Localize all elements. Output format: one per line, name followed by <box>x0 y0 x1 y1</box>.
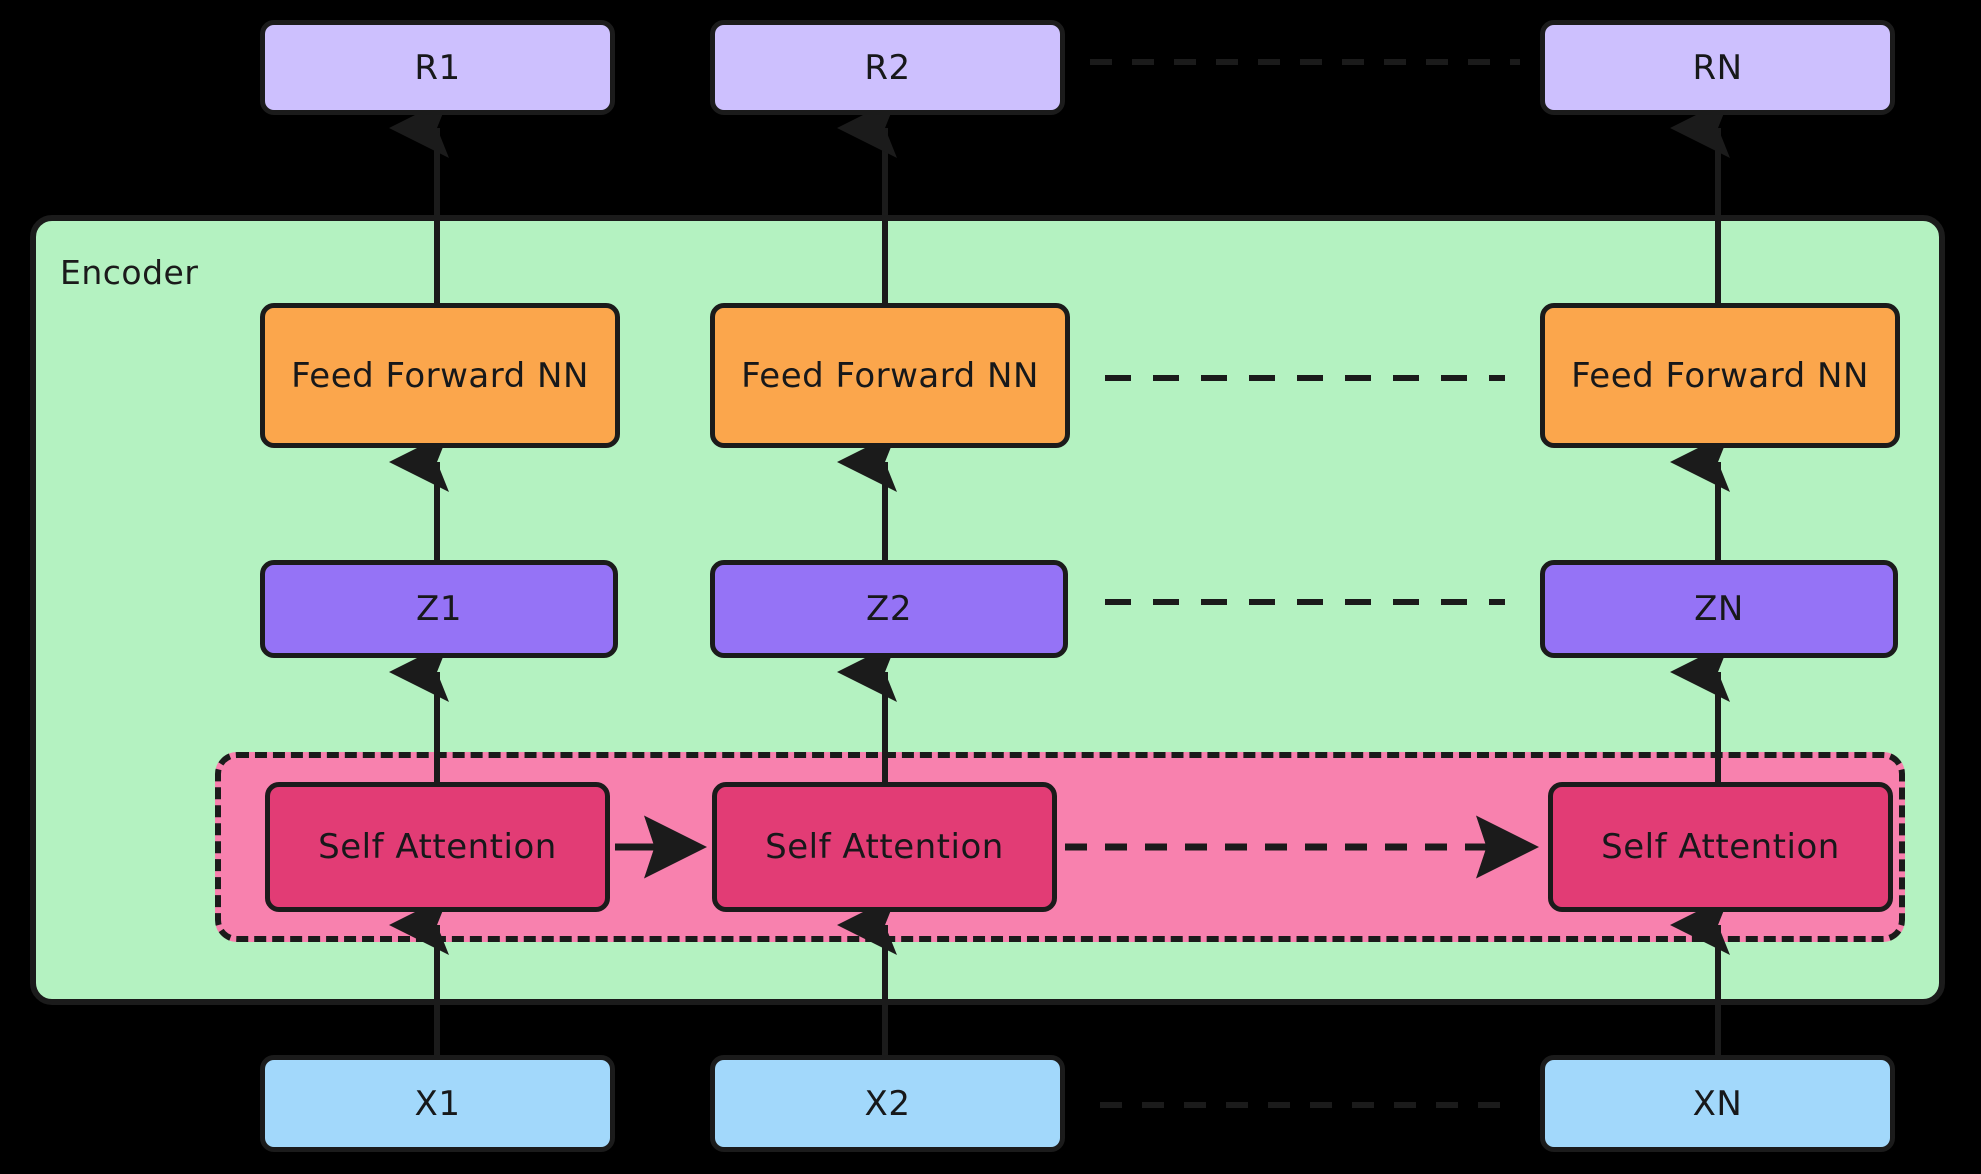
node-feed-forward-nn-1[interactable]: Feed Forward NN <box>260 303 620 448</box>
node-z2-label: Z2 <box>866 589 912 629</box>
encoder-label: Encoder <box>60 253 199 292</box>
node-feed-forward-nn-2[interactable]: Feed Forward NN <box>710 303 1070 448</box>
node-xn[interactable]: XN <box>1540 1055 1895 1152</box>
node-rn-label: RN <box>1692 47 1743 88</box>
node-self-attention-n[interactable]: Self Attention <box>1548 782 1893 912</box>
node-r2[interactable]: R2 <box>710 20 1065 115</box>
node-feed-forward-nn-2-label: Feed Forward NN <box>741 355 1039 396</box>
node-r1-label: R1 <box>414 47 461 88</box>
node-x2[interactable]: X2 <box>710 1055 1065 1152</box>
node-zn-label: ZN <box>1694 589 1744 629</box>
node-feed-forward-nn-1-label: Feed Forward NN <box>291 355 589 396</box>
node-r2-label: R2 <box>864 47 911 88</box>
node-self-attention-1[interactable]: Self Attention <box>265 782 610 912</box>
node-r1[interactable]: R1 <box>260 20 615 115</box>
node-z2[interactable]: Z2 <box>710 560 1068 658</box>
node-feed-forward-nn-n[interactable]: Feed Forward NN <box>1540 303 1900 448</box>
node-self-attention-2[interactable]: Self Attention <box>712 782 1057 912</box>
node-self-attention-n-label: Self Attention <box>1601 827 1840 867</box>
node-x2-label: X2 <box>864 1083 911 1124</box>
node-zn[interactable]: ZN <box>1540 560 1898 658</box>
node-xn-label: XN <box>1692 1083 1743 1124</box>
node-z1-label: Z1 <box>416 589 462 629</box>
node-rn[interactable]: RN <box>1540 20 1895 115</box>
node-self-attention-2-label: Self Attention <box>765 827 1004 867</box>
node-z1[interactable]: Z1 <box>260 560 618 658</box>
node-self-attention-1-label: Self Attention <box>318 827 557 867</box>
node-x1[interactable]: X1 <box>260 1055 615 1152</box>
node-x1-label: X1 <box>414 1083 461 1124</box>
node-feed-forward-nn-n-label: Feed Forward NN <box>1571 355 1869 396</box>
